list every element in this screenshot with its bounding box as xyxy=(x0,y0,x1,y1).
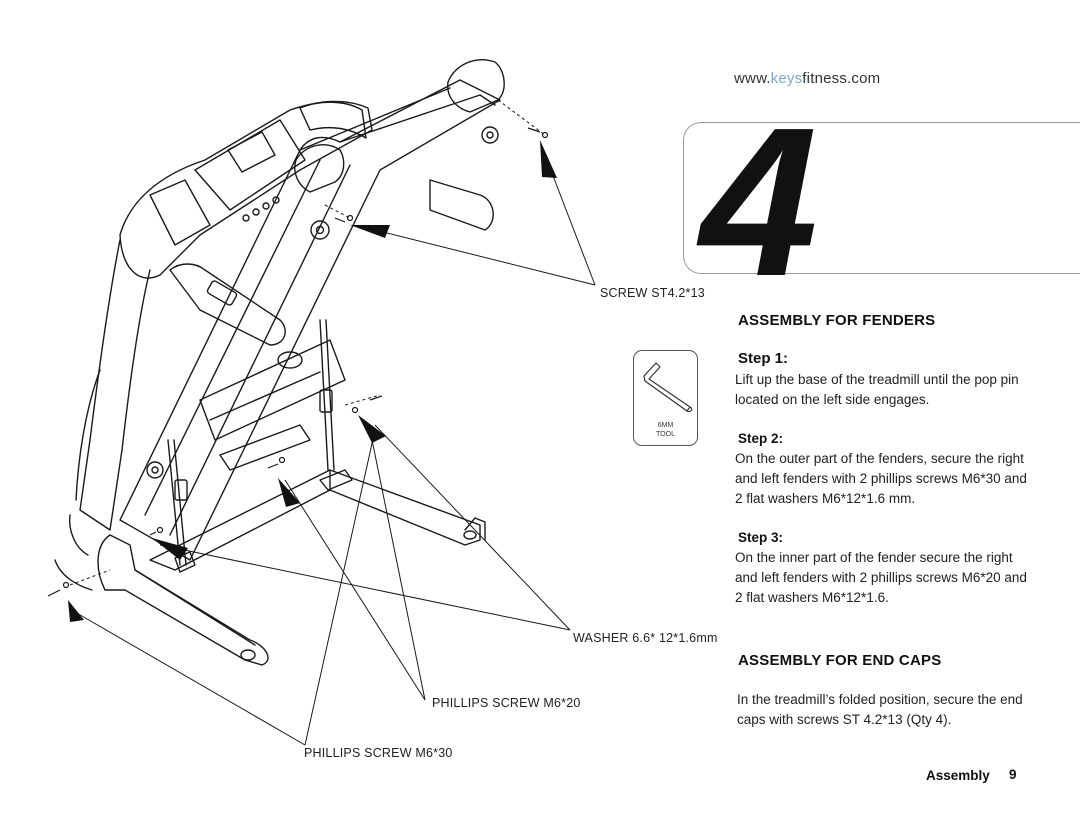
chapter-number: 4 xyxy=(700,83,818,320)
footer-section: Assembly xyxy=(926,768,990,783)
base-frame xyxy=(97,534,269,666)
arrow-washer xyxy=(358,415,386,443)
endcaps-heading: ASSEMBLY FOR END CAPS xyxy=(738,652,942,669)
step1-title: Step 1: xyxy=(738,350,789,367)
step3-text: On the inner part of the fender secure t… xyxy=(735,550,1027,605)
callout-screw-st: SCREW ST4.2*13 xyxy=(600,286,705,300)
arrow-screw-top-right xyxy=(540,140,557,178)
callout-washer: WASHER 6.6* 12*1.6mm xyxy=(573,631,718,645)
allen-key-icon xyxy=(643,362,693,413)
handrail xyxy=(169,263,286,346)
running-deck xyxy=(119,79,501,561)
lift-cylinder-left xyxy=(167,439,181,566)
url-brand: keys xyxy=(770,70,803,87)
step1-text: Lift up the base of the treadmill until … xyxy=(735,372,1019,407)
website-url[interactable]: www.keysfitness.com xyxy=(734,70,880,87)
lift-cylinder-right xyxy=(319,319,329,471)
arrow-phillips-m6-30-bottom xyxy=(68,600,84,622)
left-upright xyxy=(79,239,151,531)
callout-phillips-m6-30: PHILLIPS SCREW M6*30 xyxy=(304,746,453,760)
step3-title: Step 3: xyxy=(738,530,784,545)
callout-phillips-m6-20: PHILLIPS SCREW M6*20 xyxy=(432,696,581,710)
arrow-phillips-m6-30-top xyxy=(152,538,188,560)
step2-title: Step 2: xyxy=(738,431,784,446)
end-cap-top xyxy=(447,59,505,113)
tool-size: 6MM xyxy=(657,422,674,429)
base-crossbar xyxy=(149,469,481,571)
endcaps-text: In the treadmill’s folded position, secu… xyxy=(737,692,1023,727)
arrow-screw-top-left xyxy=(350,225,390,238)
page-number: 9 xyxy=(1009,767,1017,782)
url-suffix: fitness.com xyxy=(802,70,881,87)
chapter-box xyxy=(683,122,1080,274)
url-prefix: www. xyxy=(734,70,771,87)
step2-text: On the outer part of the fenders, secure… xyxy=(735,451,1027,506)
arrow-phillips-m6-20 xyxy=(278,478,300,507)
tool-name: TOOL xyxy=(656,431,675,438)
console-housing xyxy=(119,100,373,279)
tool-box: 6MM TOOL xyxy=(633,350,698,446)
fenders-heading: ASSEMBLY FOR FENDERS xyxy=(738,312,936,329)
